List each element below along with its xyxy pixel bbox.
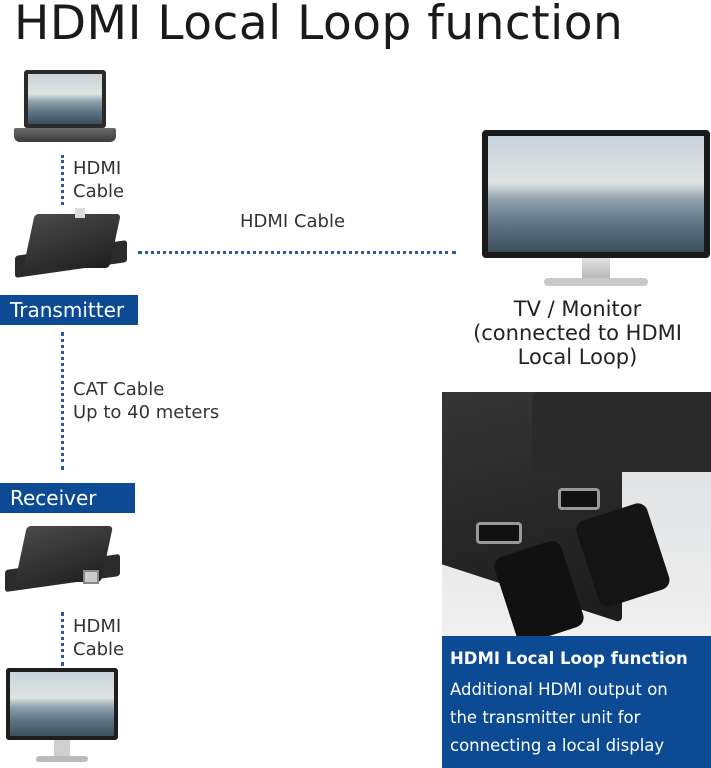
hdmi-cable-label-top: HDMI Cable (73, 157, 124, 203)
monitor-image-bottom (6, 668, 118, 768)
label-line: Up to 40 meters (73, 402, 220, 423)
label-line: CAT Cable (73, 379, 165, 400)
hdmi-cable-line-horizontal (138, 251, 456, 254)
label-line: HDMI (73, 158, 122, 179)
tv-monitor-label: TV / Monitor (connected to HDMI Local Lo… (450, 297, 705, 369)
tv-monitor-image (482, 130, 710, 290)
receiver-device-image (5, 522, 120, 602)
label-line: TV / Monitor (513, 297, 642, 321)
label-line: Local Loop) (517, 345, 638, 369)
label-line: Cable (73, 181, 125, 202)
page-title: HDMI Local Loop function (14, 0, 624, 51)
laptop-image (14, 70, 116, 146)
hdmi-ports-photo (442, 392, 711, 636)
hdmi-cable-label-bottom: HDMI Cable (73, 615, 124, 661)
cat-cable-label: CAT Cable Up to 40 meters (73, 378, 219, 424)
label-line: (connected to HDMI (473, 321, 682, 345)
hdmi-cable-label-horizontal: HDMI Cable (240, 211, 346, 232)
info-box-line: Additional HDMI output on (450, 680, 668, 699)
hdmi-cable-line-bottom (61, 612, 64, 666)
receiver-label: Receiver (0, 483, 135, 513)
transmitter-label: Transmitter (0, 295, 138, 325)
info-box-heading: HDMI Local Loop function (450, 649, 688, 668)
info-box-line: the transmitter unit for (450, 708, 641, 727)
info-box: HDMI Local Loop function Additional HDMI… (442, 636, 711, 768)
cat-cable-line (61, 332, 64, 470)
label-line: HDMI (73, 616, 122, 637)
transmitter-device-image (15, 208, 127, 290)
info-box-line: connecting a local display (450, 736, 665, 755)
label-line: Cable (73, 639, 125, 660)
hdmi-cable-line-top (61, 155, 64, 205)
